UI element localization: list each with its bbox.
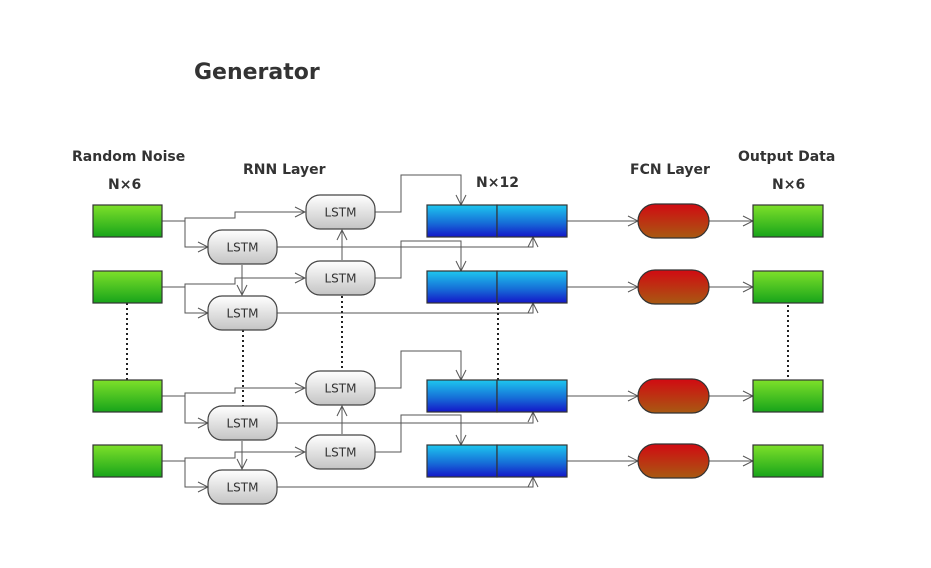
forward-lstm-3	[305, 370, 376, 406]
concat-dim-label: N×12	[476, 175, 519, 191]
output-data-box-2	[752, 270, 824, 304]
forward-lstm-label-3: LSTM	[325, 382, 357, 396]
backward-lstm-label-4: LSTM	[227, 481, 259, 495]
input-to-forward-lstm-4	[162, 452, 305, 462]
backward-lstm-to-concat-3	[277, 412, 533, 424]
input-noise-box-2	[92, 270, 163, 304]
output-data-box-4	[752, 444, 824, 478]
forward-lstm-to-concat-3	[375, 350, 461, 389]
concat-forward-half-1	[426, 204, 498, 238]
backward-lstm-to-concat-1	[277, 237, 533, 248]
fcn-layer-label: FCN Layer	[630, 162, 710, 178]
input-to-backward-lstm-2	[184, 287, 208, 313]
forward-lstm-label-2: LSTM	[325, 272, 357, 286]
output-dim-label: N×6	[772, 177, 806, 193]
forward-lstm-to-concat-4	[375, 414, 461, 453]
forward-lstm-label-1: LSTM	[325, 206, 357, 220]
concat-backward-half-1	[496, 204, 568, 238]
concat-forward-half-4	[426, 444, 498, 478]
fcn-node-2	[637, 269, 710, 305]
input-to-backward-lstm-1	[184, 221, 208, 247]
concat-forward-half-3	[426, 379, 498, 413]
forward-lstm-1	[305, 194, 376, 230]
fcn-node-1	[637, 203, 710, 239]
backward-lstm-label-3: LSTM	[227, 417, 259, 431]
input-dim-label: N×6	[108, 177, 142, 193]
backward-lstm-to-concat-2	[277, 303, 533, 314]
backward-lstm-3	[207, 405, 278, 441]
random-noise-label: Random Noise	[72, 149, 186, 165]
forward-lstm-label-4: LSTM	[325, 446, 357, 460]
input-noise-box-1	[92, 204, 163, 238]
fcn-node-4	[637, 443, 710, 479]
forward-lstm-to-concat-2	[375, 240, 461, 279]
diagram-title: Generator	[194, 60, 320, 85]
input-noise-box-3	[92, 379, 163, 413]
forward-lstm-2	[305, 260, 376, 296]
forward-lstm-to-concat-1	[375, 174, 461, 213]
output-data-box-1	[752, 204, 824, 238]
input-to-forward-lstm-2	[162, 278, 305, 288]
input-to-backward-lstm-3	[184, 396, 208, 423]
backward-lstm-label-2: LSTM	[227, 307, 259, 321]
output-data-label: Output Data	[738, 149, 836, 165]
forward-lstm-4	[305, 434, 376, 470]
concat-backward-half-4	[496, 444, 568, 478]
input-to-forward-lstm-3	[162, 388, 305, 397]
concat-forward-half-2	[426, 270, 498, 304]
fcn-node-3	[637, 378, 710, 414]
concat-backward-half-3	[496, 379, 568, 413]
backward-lstm-label-1: LSTM	[227, 241, 259, 255]
backward-lstm-to-concat-4	[277, 477, 533, 488]
concat-backward-half-2	[496, 270, 568, 304]
backward-lstm-1	[207, 229, 278, 265]
input-to-forward-lstm-1	[162, 212, 305, 222]
input-to-backward-lstm-4	[184, 461, 208, 487]
backward-lstm-2	[207, 295, 278, 331]
output-data-box-3	[752, 379, 824, 413]
input-noise-box-4	[92, 444, 163, 478]
rnn-layer-label: RNN Layer	[243, 162, 326, 178]
backward-lstm-4	[207, 469, 278, 505]
